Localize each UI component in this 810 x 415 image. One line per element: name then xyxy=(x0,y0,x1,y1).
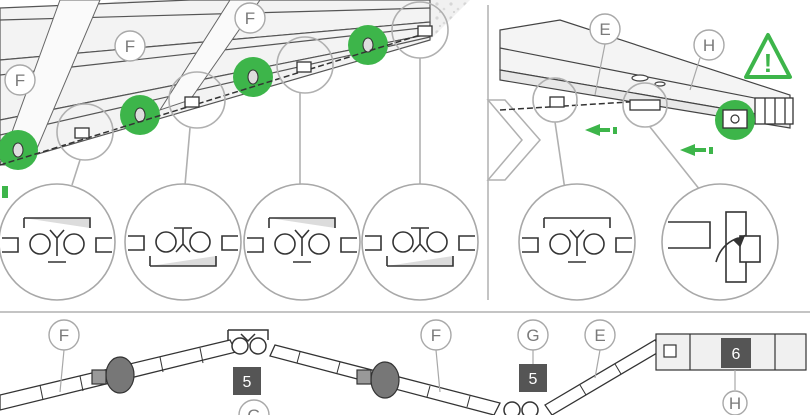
clip-profile-up xyxy=(2,217,112,263)
label-f: F xyxy=(431,326,441,345)
end-cap-detail xyxy=(668,211,761,283)
clip-profile-details xyxy=(2,217,475,267)
clip-profile-down xyxy=(128,227,238,267)
detail-circles xyxy=(0,183,479,301)
arrow-left-icon xyxy=(585,124,617,136)
step-box-5: 5 xyxy=(519,364,547,392)
label-e: E xyxy=(599,20,610,39)
end-cap xyxy=(754,97,794,125)
clip-rail xyxy=(0,31,431,166)
screw-knobs xyxy=(91,356,400,399)
label-h: H xyxy=(703,36,715,55)
panel-board-layout: F F F xyxy=(0,0,479,301)
label-g: G xyxy=(526,326,539,345)
step-number: 5 xyxy=(529,371,538,388)
label-f: F xyxy=(125,37,135,56)
step-box-6: 6 xyxy=(721,338,751,368)
clip-profile-down xyxy=(365,227,475,267)
panel-board-chain: 5 5 6 F F G E G H xyxy=(0,319,807,415)
label-f: F xyxy=(59,326,69,345)
clip-profile-up xyxy=(247,217,357,263)
panel-end-cap: E H ! xyxy=(499,13,794,301)
callout-lines xyxy=(71,58,421,186)
clip-profile-up xyxy=(522,217,632,263)
label-h: H xyxy=(729,394,741,413)
label-f-callouts: F F F xyxy=(4,2,266,96)
magnifier-circles xyxy=(56,1,449,161)
label-g: G xyxy=(247,406,260,415)
small-clips xyxy=(74,25,433,139)
arrow-left-icon xyxy=(680,144,713,156)
step-number: 6 xyxy=(732,346,741,363)
warning-triangle-icon: ! xyxy=(744,33,792,79)
label-f: F xyxy=(245,9,255,28)
step-box-5: 5 xyxy=(233,367,261,395)
warning-symbol: ! xyxy=(764,48,773,78)
label-f: F xyxy=(15,71,25,90)
chevron-right-icon xyxy=(486,99,541,181)
step-number: 5 xyxy=(243,374,252,391)
label-e: E xyxy=(594,326,605,345)
clip-joints xyxy=(227,329,539,415)
